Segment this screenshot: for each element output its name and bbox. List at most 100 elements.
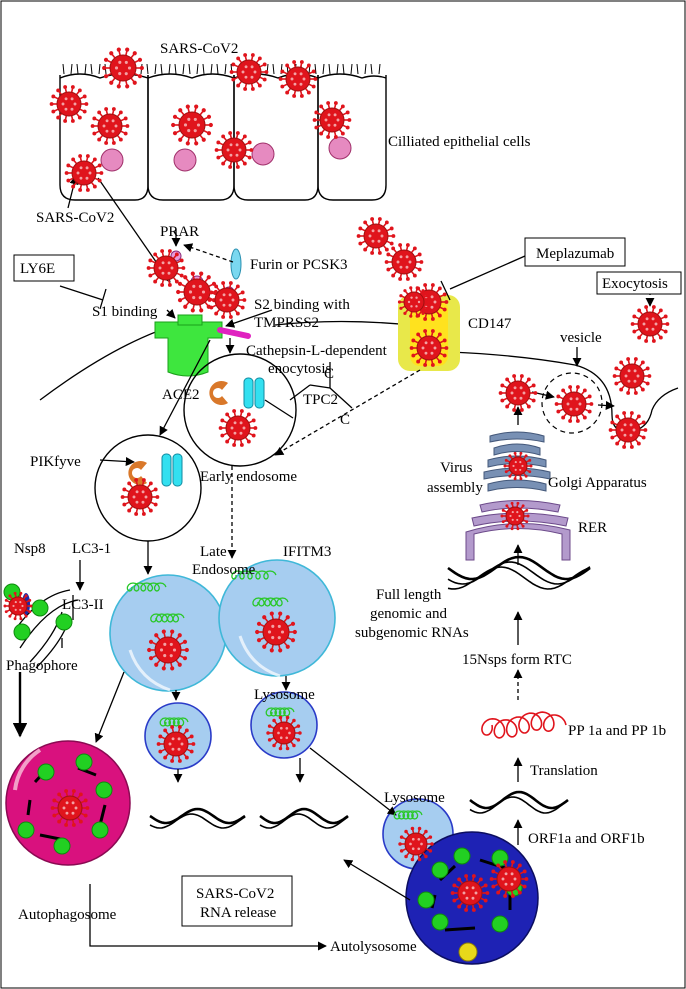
label-pp1a: PP 1a and PP 1b — [568, 723, 666, 739]
label-endosome: Endosome — [192, 562, 256, 578]
exocytosis-box — [596, 271, 682, 295]
label-genomic: genomic and — [370, 606, 448, 622]
virus-particle — [398, 826, 434, 862]
virus-particle — [384, 243, 424, 281]
lc3-dot — [431, 861, 449, 879]
label-vesicle: vesicle — [560, 330, 602, 346]
label-exocytosis: Exocytosis — [602, 276, 668, 292]
lc3-dot — [75, 753, 93, 771]
label-subgenomic: subgenomic RNAs — [355, 625, 469, 641]
virus-particle — [397, 286, 431, 318]
label-ciliated-cells: Cilliated epithelial cells — [388, 134, 531, 150]
late-endosome — [109, 574, 227, 692]
ace2-receptor — [154, 314, 223, 377]
label-s2-binding: S2 binding with — [254, 297, 350, 313]
polyprotein-coils — [481, 711, 567, 739]
label-ly6e: LY6E — [20, 261, 55, 277]
virus-particle — [120, 478, 160, 516]
label-full-length: Full length — [376, 587, 442, 603]
golgi-apparatus — [483, 431, 551, 492]
nucleus — [100, 148, 124, 172]
label-cd147: CD147 — [468, 316, 512, 332]
label-rna-release-2: RNA release — [200, 905, 277, 921]
lc3-dot — [95, 781, 113, 799]
virus-particle — [147, 629, 189, 671]
inhibition-lines — [59, 255, 526, 310]
label-lc3-1: LC3-1 — [72, 541, 111, 557]
rna-strand — [259, 807, 349, 829]
virus-particle — [218, 409, 258, 447]
label-nsp8: Nsp8 — [14, 541, 46, 557]
lc3-dot — [431, 913, 449, 931]
cell-nuclei — [100, 136, 352, 172]
ly6e-box — [13, 254, 75, 282]
virus-particle — [50, 789, 90, 827]
early-endosome-1 — [183, 353, 297, 467]
virus-particle — [498, 374, 538, 412]
virus-particle — [146, 249, 186, 287]
virus-particle — [612, 357, 652, 395]
nucleus — [328, 136, 352, 160]
label-lysosome-right: Lysosome — [384, 790, 445, 806]
rna-strand — [149, 807, 246, 829]
label-inhibit-c1: C — [324, 366, 334, 382]
virus-particle — [630, 305, 670, 343]
virus-particle — [554, 385, 594, 423]
polyprotein-coil — [481, 711, 567, 739]
vesicle — [541, 372, 603, 434]
meplazumab-box — [524, 237, 626, 267]
virus-particle — [229, 53, 269, 91]
virus-particle — [500, 501, 530, 531]
lc3-dot — [91, 821, 109, 839]
virus-particle — [49, 85, 89, 123]
label-phagophore: Phagophore — [6, 658, 78, 674]
tpc2-channel — [161, 377, 265, 487]
lc3-dot — [417, 891, 435, 909]
tmprss2-protease — [217, 327, 251, 339]
ifitm3-ribbon — [159, 717, 189, 727]
lc3-dot — [31, 599, 49, 617]
furin-icon — [230, 248, 242, 280]
virus-particle — [409, 329, 449, 367]
lc3-dot — [13, 623, 31, 641]
label-nsps-rtc: 15Nsps form RTC — [462, 652, 572, 668]
label-late: Late — [200, 544, 227, 560]
virus-particle — [608, 411, 648, 449]
virus-particle — [312, 101, 352, 139]
ifitm3-ribbon — [126, 582, 167, 592]
virus-particle — [156, 725, 196, 763]
label-furin: Furin or PCSK3 — [250, 257, 348, 273]
label-inhibit-c2: C — [340, 412, 350, 428]
rna-strands — [149, 555, 591, 829]
label-ifitm3: IFITM3 — [283, 544, 331, 560]
label-assembly: assembly — [427, 480, 483, 496]
label-lysosome-mid: Lysosome — [254, 687, 315, 703]
ifitm3-ribbons — [126, 570, 423, 820]
lc3-dot — [55, 613, 73, 631]
label-sars-left: SARS-CoV2 — [36, 210, 114, 226]
text-labels: SARS-CoV2 Cilliated epithelial cells SAR… — [6, 41, 668, 955]
lc3-dot — [453, 847, 471, 865]
label-virus: Virus — [440, 460, 473, 476]
lc3-dot — [17, 821, 35, 839]
ifitm3-ribbon — [150, 613, 185, 623]
rna-strand — [469, 790, 569, 814]
nucleus — [173, 148, 197, 172]
virus-particle — [450, 874, 490, 912]
virus-particle — [64, 154, 104, 192]
virus-particle — [102, 47, 144, 89]
label-s1-binding: S1 binding — [92, 304, 158, 320]
label-early-endosome: Early endosome — [200, 469, 297, 485]
label-pikfyve: PIKfyve — [30, 454, 81, 470]
virus-particle — [266, 715, 302, 751]
label-lc3-ii: LC3-II — [62, 597, 104, 613]
virus-particle — [255, 611, 297, 653]
virus-particles — [3, 47, 670, 912]
label-orf: ORF1a and ORF1b — [528, 831, 645, 847]
autophagosome-highlight — [13, 748, 42, 791]
label-ace2: ACE2 — [162, 387, 200, 403]
label-tpc2: TPC2 — [303, 392, 338, 408]
lc3-dot — [53, 837, 71, 855]
